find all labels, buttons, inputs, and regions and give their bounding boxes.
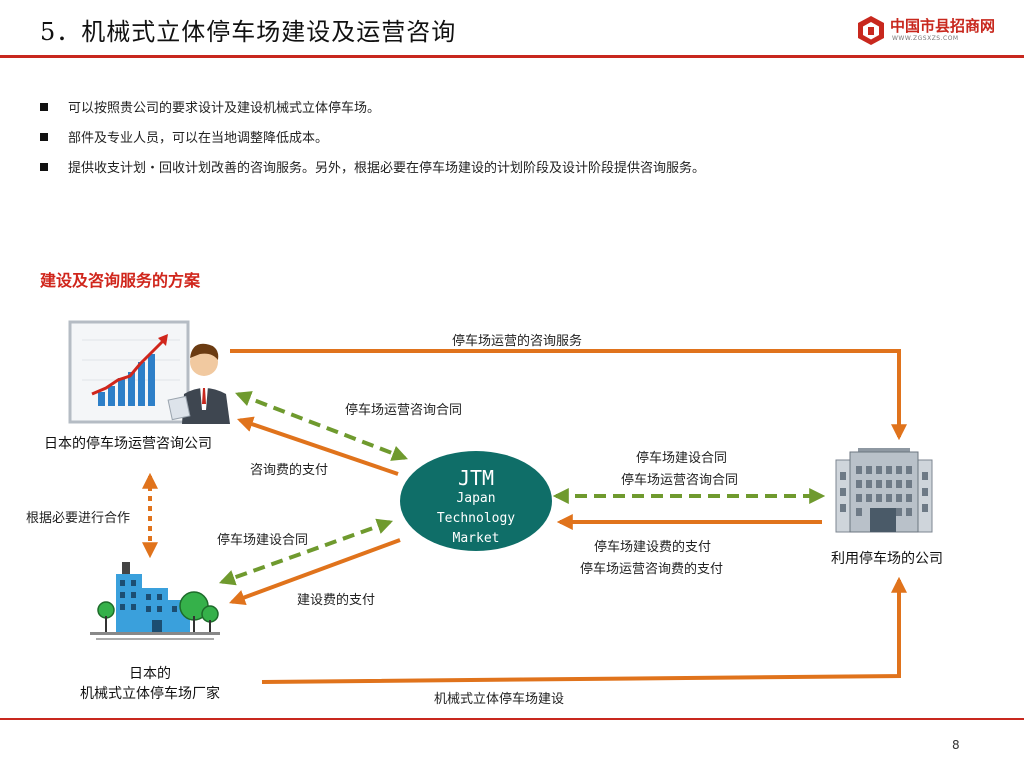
- bullet-square-icon: [40, 163, 48, 171]
- label-user-contract-2: 停车场运营咨询合同: [621, 473, 739, 488]
- entity-maker-line-1: 日本的: [129, 666, 171, 682]
- arrow-consult-contract: [235, 391, 408, 461]
- label-consult-contract: 停车场运营咨询合同: [345, 403, 463, 418]
- logo-name: 中国市县招商网: [890, 17, 996, 35]
- entity-maker-line-2: 机械式立体停车场厂家: [80, 686, 220, 702]
- arrow-consult-service-to-user: [230, 349, 907, 441]
- bullet-text: 提供收支计划・回收计划改善的咨询服务。另外，根据必要在停车场建设的计划阶段及设计…: [68, 161, 706, 176]
- entity-user-company: 利用停车场的公司: [831, 551, 943, 567]
- jtm-line-3: Market: [452, 531, 500, 546]
- header-divider: [0, 55, 1024, 58]
- arrow-build-contract: [218, 518, 394, 586]
- arrow-build-fee: [228, 538, 401, 606]
- bullet-item: 部件及专业人员，可以在当地调整降低成本。: [40, 124, 705, 154]
- label-user-pay-1: 停车场建设费的支付: [594, 540, 712, 555]
- entity-maker: 日本的 机械式立体停车场厂家: [50, 663, 250, 703]
- logo-mark-icon: [858, 16, 884, 45]
- footer-divider: [0, 718, 1024, 720]
- bullet-text: 部件及专业人员，可以在当地调整降低成本。: [68, 131, 329, 146]
- bullet-text: 可以按照贵公司的要求设计及建设机械式立体停车场。: [68, 101, 381, 116]
- factory-building-icon: [90, 562, 220, 640]
- entity-consult-company: 日本的停车场运营咨询公司: [44, 436, 212, 452]
- bullet-square-icon: [40, 133, 48, 141]
- page-title: 5．机械式立体停车场建设及运营咨询: [40, 18, 457, 46]
- consultant-presenter-icon: [68, 320, 230, 424]
- page-number: 8: [952, 738, 960, 752]
- bullet-item: 可以按照贵公司的要求设计及建设机械式立体停车场。: [40, 94, 705, 124]
- brand-logo: 中国市县招商网 WWW.ZGSXZS.COM: [856, 14, 1006, 48]
- label-user-pay-2: 停车场运营咨询费的支付: [580, 562, 724, 577]
- label-top-service: 停车场运营的咨询服务: [452, 334, 583, 349]
- section-title: 建设及咨询服务的方案: [40, 271, 201, 290]
- label-bottom-build: 机械式立体停车场建设: [434, 692, 565, 707]
- arrow-consult-fee: [236, 416, 399, 476]
- jtm-abbr: JTM: [457, 466, 495, 490]
- label-user-contract-1: 停车场建设合同: [636, 451, 728, 466]
- jtm-line-1: Japan: [456, 491, 496, 506]
- logo-url: WWW.ZGSXZS.COM: [892, 35, 959, 42]
- label-build-fee: 建设费的支付: [297, 593, 376, 608]
- jtm-line-2: Technology: [436, 511, 516, 526]
- label-build-contract: 停车场建设合同: [217, 533, 309, 548]
- bullet-square-icon: [40, 103, 48, 111]
- bullet-list: 可以按照贵公司的要求设计及建设机械式立体停车场。 部件及专业人员，可以在当地调整…: [40, 94, 705, 184]
- jtm-node: JTM Japan Technology Market: [400, 451, 552, 551]
- arrow-maker-build-to-user: [261, 576, 907, 684]
- bullet-item: 提供收支计划・回收计划改善的咨询服务。另外，根据必要在停车场建设的计划阶段及设计…: [40, 154, 705, 184]
- label-consult-fee: 咨询费的支付: [250, 463, 329, 478]
- label-cooperate: 根据必要进行合作: [26, 511, 131, 526]
- office-building-icon: [835, 448, 933, 533]
